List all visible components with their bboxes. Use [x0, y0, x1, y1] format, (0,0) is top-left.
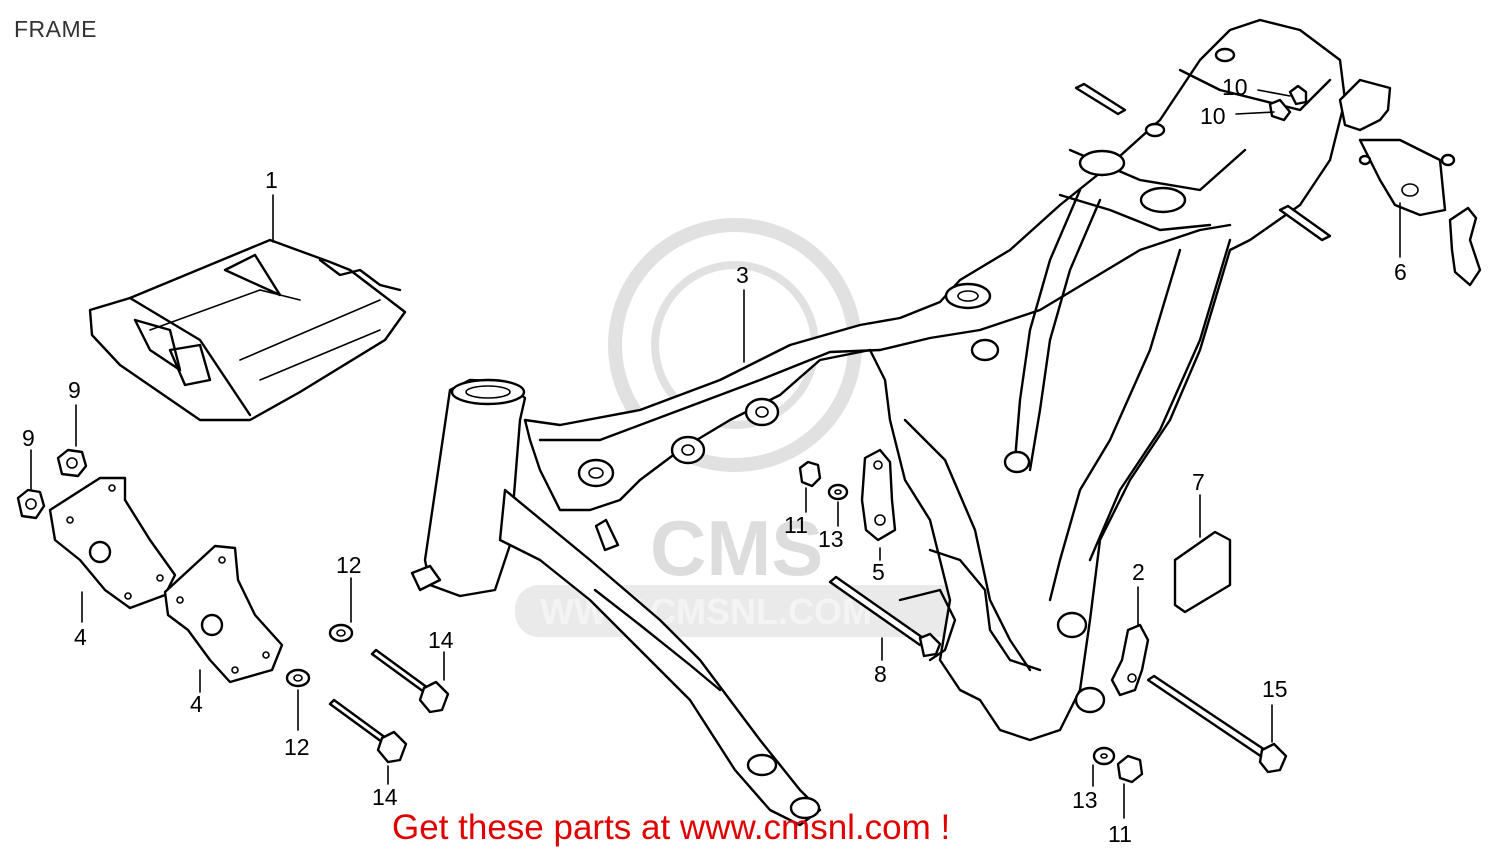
bracket-5 [860, 448, 897, 542]
bolt-10-lower [1268, 98, 1292, 122]
callout-8: 8 [874, 661, 887, 687]
callout-9-lower: 9 [22, 425, 35, 451]
nut-9-left [16, 488, 46, 520]
callout-13-lower: 13 [1072, 787, 1098, 813]
callout-12-lower: 12 [284, 734, 310, 760]
callout-6: 6 [1394, 259, 1407, 285]
steering-lock-6 [1338, 78, 1482, 287]
callout-3: 3 [736, 262, 749, 288]
callout-12-upper: 12 [336, 552, 362, 578]
footer-link[interactable]: Get these parts at www.cmsnl.com ! [392, 808, 951, 847]
washer-12-lower [285, 668, 311, 688]
bolt-14-upper [370, 648, 450, 714]
main-frame [410, 18, 1347, 827]
callout-10-lower: 10 [1200, 103, 1226, 129]
callout-14-lower: 14 [372, 784, 398, 810]
callout-10-upper: 10 [1222, 74, 1248, 100]
bolt-10-upper [1288, 84, 1308, 106]
callout-2: 2 [1132, 559, 1145, 585]
washer-13-upper [827, 483, 849, 501]
skid-plate [88, 238, 407, 422]
callout-7: 7 [1192, 469, 1205, 495]
nut-11-lower [1116, 754, 1144, 784]
callout-9-upper: 9 [68, 377, 81, 403]
nut-11-upper [798, 460, 822, 488]
bolt-15 [1146, 674, 1288, 774]
bolt-14-lower [328, 698, 408, 764]
watermark-brand: CMS [650, 504, 823, 592]
callout-5: 5 [872, 559, 885, 585]
bracket-2 [1110, 623, 1150, 697]
callout-11-upper: 11 [784, 512, 808, 538]
callout-4-upper: 4 [74, 624, 87, 650]
washer-13-lower [1092, 746, 1116, 766]
callout-1: 1 [265, 167, 278, 193]
washer-12-upper [328, 623, 354, 643]
bolt-8 [828, 575, 942, 658]
nut-9-right [56, 448, 88, 478]
callout-14-upper: 14 [428, 627, 454, 653]
callout-15: 15 [1262, 676, 1288, 702]
callout-13-upper: 13 [818, 526, 844, 552]
leader-lines [30, 89, 1401, 819]
page-title: FRAME [14, 16, 97, 42]
callout-labels: 1 2 3 4 4 5 6 7 8 9 9 10 10 11 11 12 12 … [22, 74, 1407, 847]
engine-bracket-lower [163, 544, 284, 684]
sticker-7 [1173, 530, 1232, 614]
engine-bracket-upper [48, 476, 177, 610]
callout-4-lower: 4 [190, 691, 203, 717]
callout-11-lower: 11 [1108, 821, 1132, 847]
